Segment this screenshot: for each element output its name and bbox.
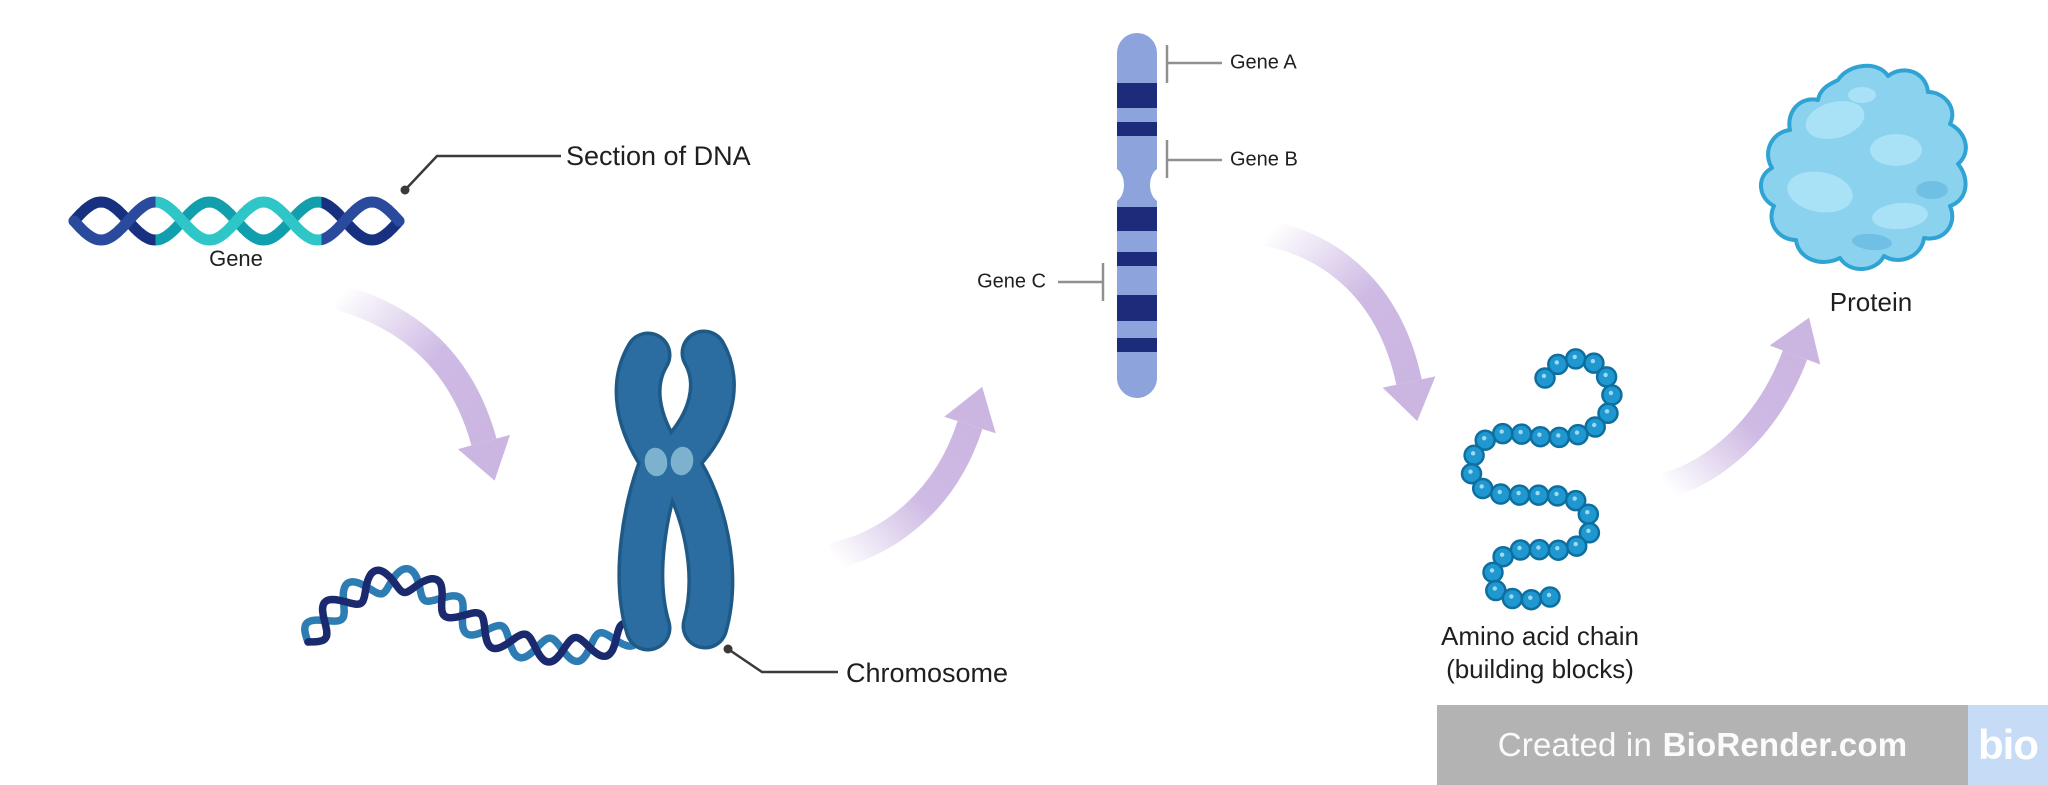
unwound-dna-icon	[301, 564, 644, 666]
amino-acid-bead	[1491, 422, 1514, 445]
chromosome-label: Chromosome	[846, 658, 1009, 688]
amino-acid-bead	[1564, 489, 1587, 512]
amino-acid-bead	[1492, 545, 1514, 568]
watermark-prefix: Created in	[1497, 726, 1653, 763]
amino-acid-bead	[1501, 587, 1524, 610]
leader-lines	[400, 154, 838, 674]
amino-acid-bead	[1463, 444, 1485, 467]
flow-arrow-head	[944, 386, 996, 434]
chromosome-icon	[614, 329, 736, 652]
amino-acid-chain-label-line2: (building blocks)	[1446, 654, 1634, 684]
flow-arrow-shaft	[829, 420, 983, 569]
flow-arrow-shaft	[1265, 220, 1422, 385]
amino-acid-bead	[1482, 561, 1504, 584]
amino-acid-bead	[1547, 539, 1570, 561]
ideogram-band	[1117, 83, 1157, 108]
amino-acid-bead	[1578, 522, 1601, 544]
amino-acid-bead	[1546, 485, 1569, 507]
biorender-logo-text: bio	[1978, 721, 2039, 768]
flow-arrow-shaft	[334, 284, 497, 446]
amino-acid-bead	[1539, 586, 1561, 608]
amino-acid-bead	[1510, 423, 1533, 445]
ideogram-band	[1117, 338, 1157, 352]
ideogram-band	[1117, 122, 1157, 136]
flow-arrow-head	[1769, 317, 1821, 365]
leader-line-chromosome	[727, 647, 838, 674]
ideogram-band	[1117, 295, 1157, 321]
amino-acid-bead	[1528, 538, 1551, 561]
amino-acid-bead	[1460, 462, 1483, 485]
ideogram-band	[1117, 207, 1157, 231]
gene-c-label: Gene C	[977, 270, 1046, 293]
amino-acid-chain-icon	[1460, 348, 1623, 611]
amino-acid-bead	[1583, 352, 1605, 374]
section-of-dna-label: Section of DNA	[566, 141, 751, 171]
gene-ticks	[1058, 45, 1222, 301]
protein-label: Protein	[1829, 287, 1913, 317]
amino-acid-bead	[1584, 416, 1606, 438]
amino-acid-bead	[1527, 484, 1550, 506]
flow-arrow-shaft	[1661, 350, 1808, 499]
amino-acid-bead	[1508, 484, 1531, 506]
amino-acid-bead	[1471, 477, 1494, 500]
amino-acid-bead	[1601, 384, 1623, 406]
amino-acid-bead	[1548, 426, 1571, 449]
amino-acid-bead	[1520, 588, 1543, 611]
flow-arrow-head	[457, 434, 511, 481]
amino-acid-bead	[1567, 423, 1589, 446]
amino-acid-bead	[1534, 367, 1556, 389]
amino-acid-bead	[1474, 429, 1496, 451]
watermark-brand: BioRender.com	[1662, 726, 1908, 763]
gene-a-label: Gene A	[1230, 51, 1297, 74]
amino-acid-chain-label-line1: Amino acid chain	[1441, 621, 1639, 651]
flow-arrows	[334, 220, 1821, 569]
amino-acid-bead	[1595, 366, 1618, 388]
gene-label: Gene	[209, 246, 263, 271]
protein-icon	[1759, 63, 1968, 271]
amino-acid-bead	[1564, 348, 1587, 370]
leader-line-section-of-dna	[404, 154, 561, 191]
dna-helix-icon	[68, 196, 405, 246]
biorender-logo: bio	[1968, 705, 2048, 785]
amino-acid-chain-label: Amino acid chain (building blocks)	[1441, 620, 1639, 686]
amino-acid-bead	[1597, 402, 1619, 425]
amino-acid-bead	[1529, 425, 1552, 448]
amino-acid-bead	[1565, 535, 1588, 557]
centromere-right	[667, 443, 697, 479]
amino-acid-bead	[1489, 483, 1512, 505]
gene-b-label: Gene B	[1230, 148, 1298, 171]
chromosome-ideogram-icon	[1102, 33, 1172, 398]
amino-acid-bead	[1547, 353, 1569, 376]
amino-acid-bead	[1509, 539, 1532, 561]
amino-acid-bead	[1577, 503, 1600, 525]
ideogram-band	[1117, 252, 1157, 266]
flow-arrow-head	[1382, 376, 1436, 422]
